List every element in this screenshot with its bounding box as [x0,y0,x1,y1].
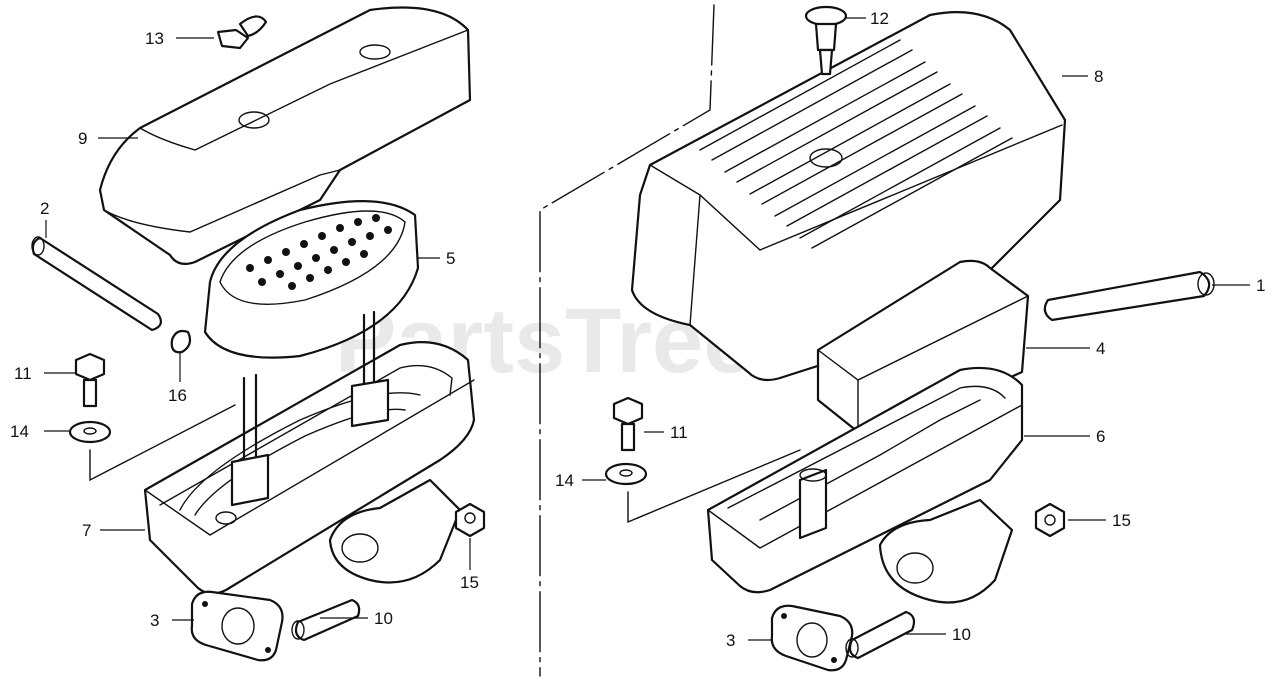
leader-lines [44,17,1250,641]
label-6: 6 [1096,427,1105,446]
label-8: 8 [1094,67,1103,86]
label-7: 7 [82,521,91,540]
cover-ribs [699,39,1013,249]
part-1-tube-right [1043,270,1215,322]
part-13-wing-nut [216,15,268,50]
label-15-left: 15 [460,573,479,592]
label-16: 16 [168,386,187,405]
label-14-left: 14 [10,422,29,441]
filter-holes [246,214,392,290]
part-7-base [143,310,476,595]
part-10-tube-right [845,610,916,660]
label-5: 5 [446,249,455,268]
label-12: 12 [870,9,889,28]
part-15-nut-left [454,502,486,538]
part-9-cover [98,6,472,265]
label-1: 1 [1256,276,1265,295]
separator-line [539,4,715,677]
part-12-screw [804,5,848,76]
part-11-bolt-left [74,352,106,408]
label-15-right: 15 [1112,511,1131,530]
part-11-bolt-right [612,396,644,452]
part-6-base-right [706,366,1024,604]
label-3-left: 3 [150,611,159,630]
label-13: 13 [145,29,164,48]
label-3-right: 3 [726,631,735,650]
label-10-left: 10 [374,609,393,628]
label-4: 4 [1096,339,1105,358]
part-3-gasket-left [190,590,284,662]
label-11-right: 11 [670,423,688,442]
label-11-left: 11 [14,364,32,383]
part-14-washer-left [68,404,236,482]
part-2-tube [31,236,162,332]
part-14-washer-right [604,449,801,524]
label-9: 9 [78,129,87,148]
part-3-gasket-right [770,604,854,672]
label-14-right: 14 [555,471,574,490]
label-10-right: 10 [952,625,971,644]
callout-labels: 13 9 2 5 16 11 14 7 15 3 10 12 8 1 4 6 1… [10,9,1265,650]
label-2: 2 [40,199,49,218]
part-10-tube-left [291,598,361,642]
part-16-clip [170,329,192,354]
part-15-nut-right [1034,502,1066,538]
